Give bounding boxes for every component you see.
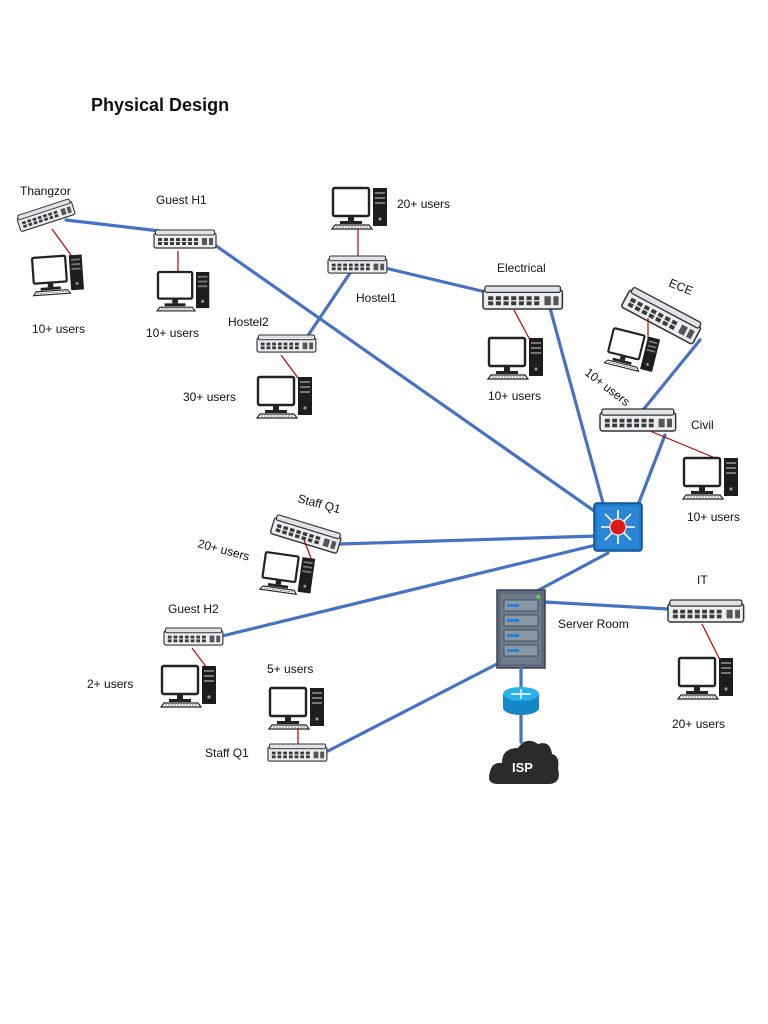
pc-icon bbox=[603, 326, 662, 376]
label-guest-h1-users: 10+ users bbox=[146, 326, 199, 340]
label-guest-h1: Guest H1 bbox=[156, 193, 207, 207]
server-rack-icon bbox=[496, 589, 546, 669]
label-hostel2: Hostel2 bbox=[228, 315, 269, 329]
switch-icon bbox=[163, 627, 224, 646]
pc-icon bbox=[267, 686, 326, 731]
pc-icon bbox=[330, 186, 389, 231]
label-hostel1: Hostel1 bbox=[356, 291, 397, 305]
label-isp: ISP bbox=[512, 760, 533, 775]
switch-icon bbox=[482, 285, 564, 310]
label-guest-h2-users: 2+ users bbox=[87, 677, 133, 691]
switch-icon bbox=[15, 197, 76, 233]
page-title: Physical Design bbox=[91, 95, 229, 115]
label-staff-q1-bottom-users: 5+ users bbox=[267, 662, 313, 676]
label-staff-q1-bottom: Staff Q1 bbox=[205, 746, 249, 760]
link-guesth1-core bbox=[210, 241, 602, 517]
label-civil: Civil bbox=[691, 418, 714, 432]
link-hostel1-electrical bbox=[383, 266, 492, 295]
drop-guest-h2 bbox=[191, 647, 208, 669]
label-ece-users: 10+ users bbox=[582, 365, 632, 409]
label-hostel2-users: 30+ users bbox=[183, 390, 236, 404]
switch-icon bbox=[256, 334, 317, 353]
router-icon bbox=[503, 687, 539, 715]
pc-icon bbox=[155, 270, 211, 313]
switch-icon bbox=[269, 513, 344, 555]
pc-icon bbox=[676, 656, 735, 701]
switch-icon bbox=[267, 743, 328, 762]
network-links bbox=[64, 218, 702, 754]
link-guesth2-core bbox=[220, 542, 602, 638]
label-guest-h2: Guest H2 bbox=[168, 602, 219, 616]
link-staffq1b-server bbox=[324, 662, 499, 754]
label-it: IT bbox=[697, 573, 708, 587]
label-server-room: Server Room bbox=[558, 617, 629, 631]
link-ece-civil bbox=[641, 338, 702, 412]
pc-icon bbox=[258, 550, 317, 598]
label-electrical-users: 10+ users bbox=[488, 389, 541, 403]
pc-icon bbox=[486, 336, 545, 381]
label-thangzor-users: 10+ users bbox=[32, 322, 85, 336]
switch-icon bbox=[327, 255, 388, 274]
link-hostel2-hostel1 bbox=[303, 271, 352, 342]
pc-icon bbox=[159, 664, 218, 709]
drop-it bbox=[701, 623, 723, 665]
label-civil-users: 10+ users bbox=[687, 510, 740, 524]
core-switch-icon bbox=[593, 502, 643, 552]
link-thangzor-guesth1 bbox=[64, 218, 162, 233]
switch-icon bbox=[667, 599, 745, 623]
link-server-it bbox=[543, 600, 670, 611]
link-electrical-core bbox=[548, 306, 605, 505]
link-civil-core bbox=[636, 433, 667, 507]
label-hostel1-users: 20+ users bbox=[397, 197, 450, 211]
drop-hostel2 bbox=[280, 354, 299, 379]
drop-civil bbox=[649, 430, 721, 461]
pc-icon bbox=[29, 253, 86, 297]
switch-icon bbox=[599, 408, 677, 432]
label-thangzor: Thangzor bbox=[20, 184, 71, 198]
drop-electrical bbox=[513, 309, 531, 341]
pc-icon bbox=[255, 375, 314, 420]
link-staffq1-core bbox=[338, 534, 599, 546]
label-electrical: Electrical bbox=[497, 261, 546, 275]
label-it-users: 20+ users bbox=[672, 717, 725, 731]
switch-icon bbox=[153, 229, 217, 249]
pc-icon bbox=[681, 456, 740, 501]
label-staff-q1-top-users: 20+ users bbox=[196, 536, 251, 563]
label-ece: ECE bbox=[667, 276, 695, 298]
cloud-icon bbox=[489, 740, 559, 784]
label-staff-q1-top: Staff Q1 bbox=[296, 491, 342, 516]
